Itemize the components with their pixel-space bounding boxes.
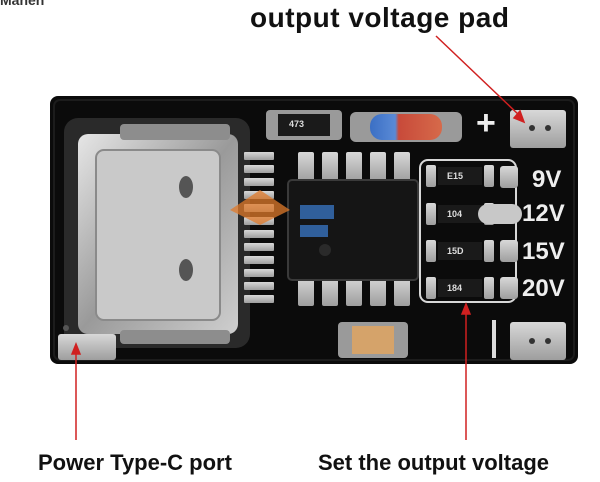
plus-silkscreen: + [476,104,496,142]
voltage-label-15v: 15V [522,238,565,265]
annotation-arrows [70,35,526,440]
resistor-473 [266,110,342,140]
voltage-label-9v: 9V [532,166,562,193]
cutoff-caption: Manen [0,0,45,8]
resistor-15d-code: 15D [447,246,464,256]
set-output-voltage-label: Set the output voltage [318,450,549,475]
output-pad-plus [510,110,566,148]
resistor-473-code: 473 [289,119,305,129]
voltage-label-12v: 12V [522,200,565,227]
voltage-label-20v: 20V [522,275,565,302]
output-pad-minus [492,320,566,360]
resistor-184-code: 184 [447,283,463,293]
output-voltage-pad-label: output voltage pad [250,2,510,33]
resistor-e15-code: E15 [447,171,464,181]
arrowhead-power-port [70,341,82,355]
ic-chip [287,152,419,306]
arrow-output-pad [435,35,521,117]
power-type-c-port-label: Power Type-C port [38,450,232,475]
voltage-select-resistors [419,159,522,303]
arrowhead-output-pad [512,109,526,124]
usb-c-connector [64,118,250,348]
watermark-logo [230,190,334,237]
arrowhead-set-voltage [460,301,472,315]
capacitor [338,322,408,358]
resistor-104-code: 104 [447,209,463,219]
diode [350,112,462,142]
jumper-pads [500,166,518,299]
